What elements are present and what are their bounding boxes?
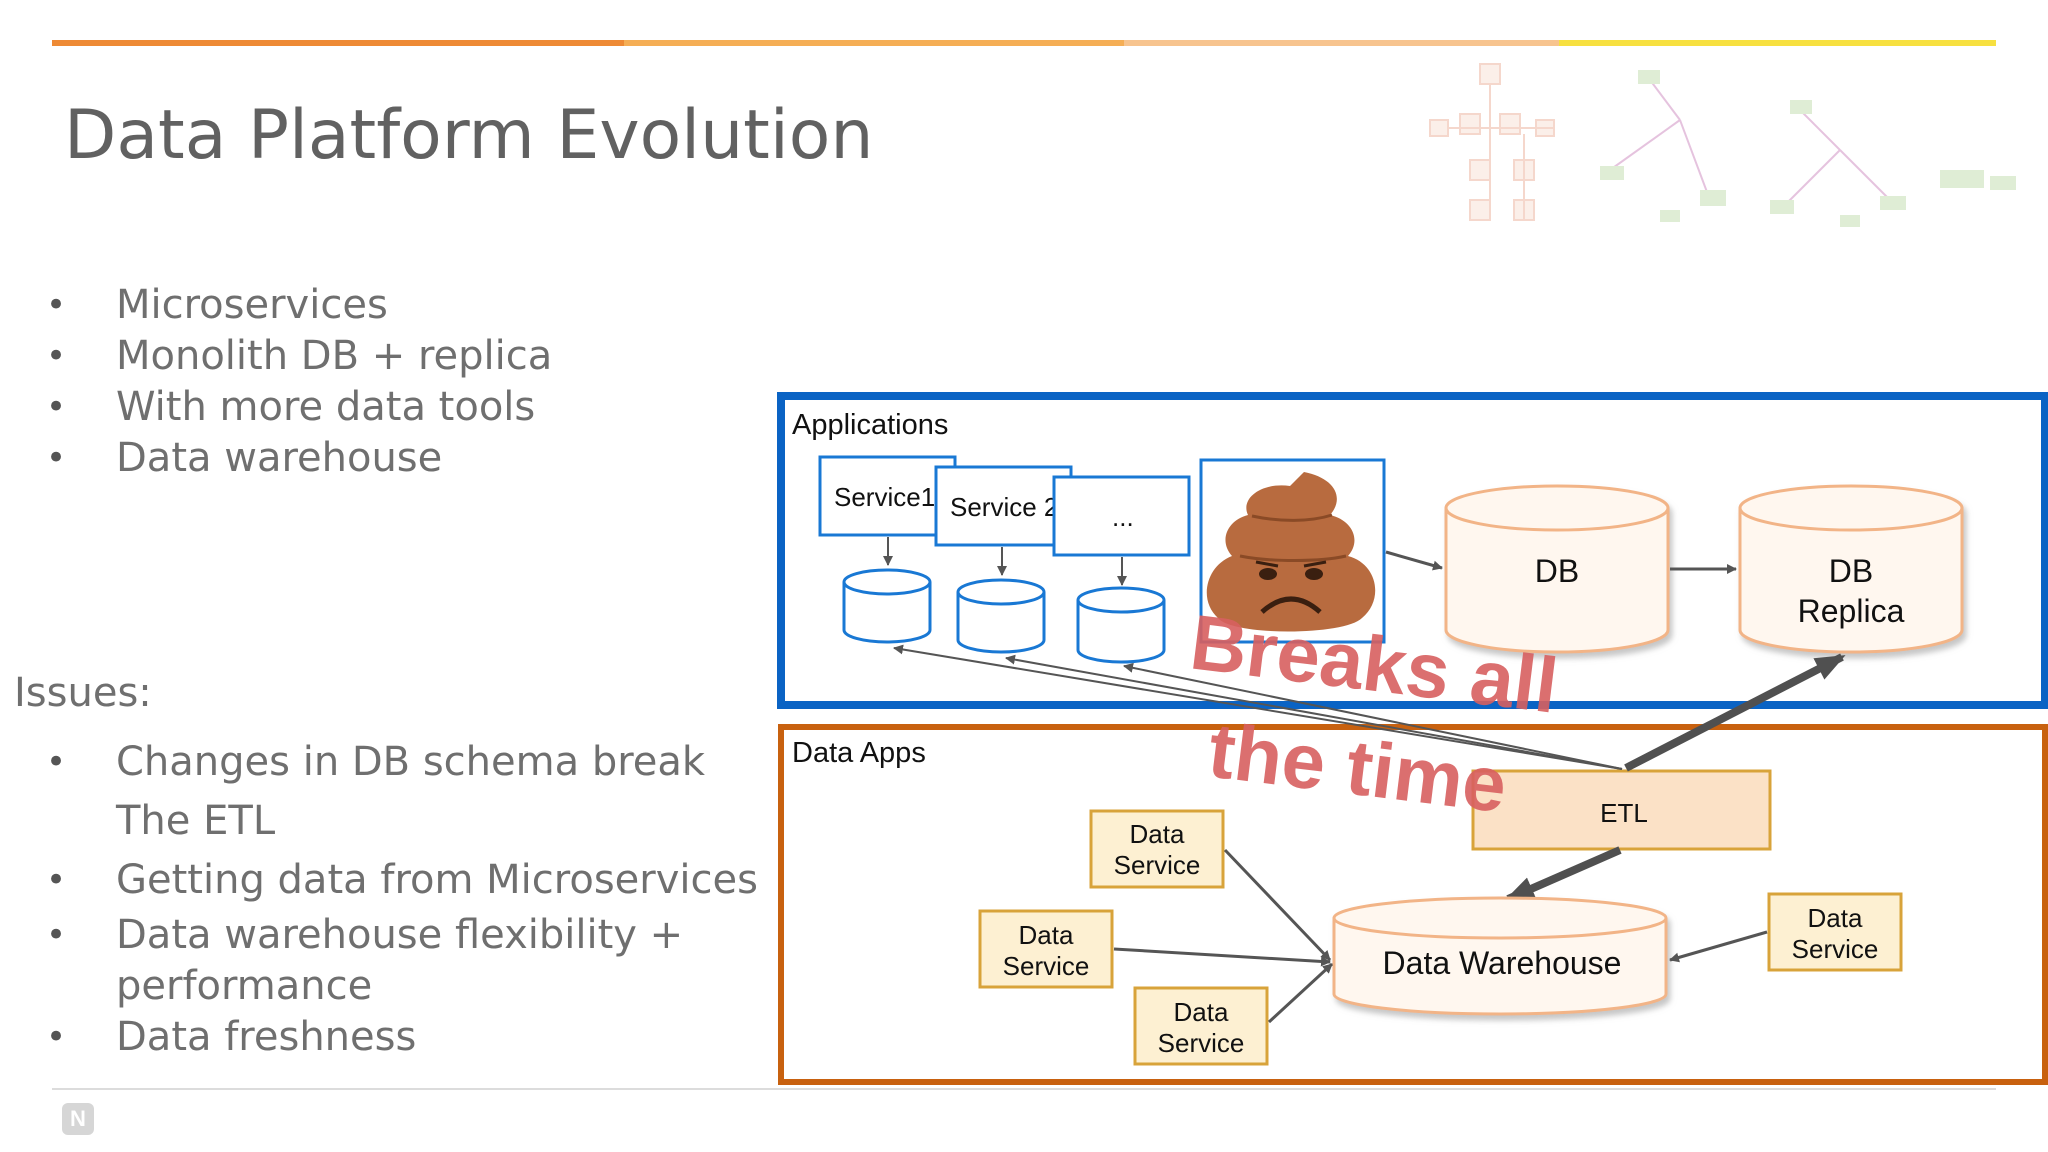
decorative-architecture-graphic	[1429, 63, 2016, 227]
db-label: DB	[1535, 553, 1579, 589]
accent-seg-2	[624, 40, 1124, 46]
issue-item-dw-flexibility: Data warehouse flexibility + performance	[0, 910, 758, 1012]
service-box-2	[934, 465, 1073, 547]
db-cylinder	[1444, 484, 1670, 654]
service-db-cylinder-1	[842, 568, 932, 644]
etl-label: ETL	[1600, 798, 1648, 828]
applications-frame	[777, 392, 2048, 709]
etl-to-replica-arrow	[1624, 653, 1846, 772]
issue-item-data-freshness: Data freshness	[0, 1012, 758, 1063]
etl-box	[1471, 769, 1772, 851]
db-replica-label-line-1: DB	[1829, 553, 1873, 589]
data-warehouse-label: Data Warehouse	[1383, 945, 1622, 981]
data-service-box-left: Data Service	[978, 909, 1114, 989]
accent-seg-4	[1559, 40, 1996, 46]
data-warehouse-cylinder	[1332, 896, 1668, 1016]
service-label-3: ...	[1112, 502, 1134, 532]
footer-divider	[52, 1088, 1996, 1090]
warehouse-to-bottom-service-arrow	[1267, 962, 1334, 1024]
service-box-1	[818, 455, 957, 537]
issues-list: Changes in DB schema break The ETL Getti…	[0, 733, 758, 1063]
etl-to-warehouse-arrow	[1504, 846, 1622, 903]
warehouse-to-top-service-arrow	[1223, 848, 1332, 962]
data-service-right-label-1: Data	[1808, 903, 1863, 933]
data-service-box-top: Data Service	[1089, 809, 1225, 889]
issue-item-schema-break: Changes in DB schema break The ETL	[0, 733, 758, 851]
data-service-bottom-label-1: Data	[1174, 997, 1229, 1027]
warehouse-to-right-service-arrow	[1669, 930, 1768, 963]
feature-item-microservices: Microservices	[0, 280, 552, 331]
slide-title: Data Platform Evolution	[64, 96, 874, 175]
monolith-to-db-arrow	[1385, 550, 1443, 571]
data-service-box-bottom: Data Service	[1133, 986, 1269, 1066]
data-apps-frame	[778, 724, 2048, 1085]
db-replica-cylinder	[1738, 484, 1964, 654]
feature-item-data-warehouse: Data warehouse	[0, 433, 552, 484]
feature-item-data-tools: With more data tools	[0, 382, 552, 433]
etl-from-service-db-3	[1123, 662, 1623, 770]
service-label-1: Service1	[834, 482, 935, 512]
pile-of-poo-emoji-icon	[1206, 472, 1376, 632]
data-service-left-label-2: Service	[1003, 951, 1090, 981]
data-service-right-label-2: Service	[1792, 934, 1879, 964]
issue-item-microservice-data: Getting data from Microservices	[0, 851, 758, 910]
applications-label: Applications	[792, 409, 948, 441]
data-service-top-label-1: Data	[1130, 819, 1185, 849]
service-label-2: Service 2	[950, 492, 1058, 522]
accent-seg-3	[1124, 40, 1559, 46]
platform-features-list: Microservices Monolith DB + replica With…	[0, 280, 552, 484]
db-replica-label-line-2: Replica	[1798, 593, 1905, 629]
data-service-left-label-1: Data	[1019, 920, 1074, 950]
warehouse-to-left-service-arrow	[1113, 947, 1331, 967]
service-db-cylinder-2	[956, 578, 1046, 654]
data-service-bottom-label-2: Service	[1158, 1028, 1245, 1058]
issues-heading: Issues:	[14, 670, 152, 716]
service-db-cylinder-3	[1076, 586, 1166, 664]
feature-item-monolith-db: Monolith DB + replica	[0, 331, 552, 382]
netflix-n-logo-icon: N	[62, 1103, 94, 1135]
etl-from-service-db-1	[893, 644, 1623, 770]
data-service-top-label-2: Service	[1114, 850, 1201, 880]
top-accent-bar	[52, 40, 1996, 46]
data-apps-label: Data Apps	[792, 737, 926, 769]
data-service-box-right: Data Service	[1767, 892, 1903, 972]
accent-seg-1	[52, 40, 624, 46]
service-box-3	[1052, 475, 1191, 557]
etl-from-service-db-2	[1005, 654, 1623, 770]
